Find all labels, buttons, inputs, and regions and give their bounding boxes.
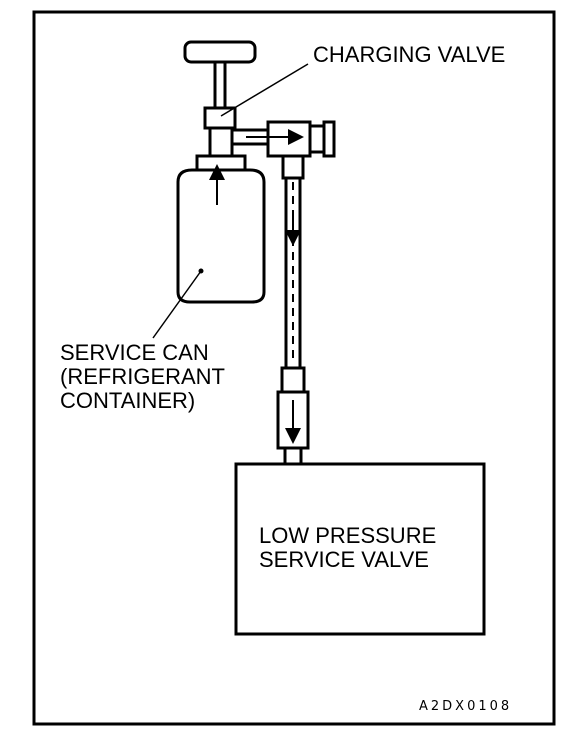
- hose-top-fitting: [281, 154, 305, 180]
- elbow-nut: [308, 124, 326, 154]
- charging-hose: [276, 176, 310, 466]
- low-pressure-service-valve-box: [234, 462, 486, 636]
- can-body: [176, 168, 266, 304]
- service-can-label-line2: (REFRIGERANT: [60, 364, 225, 389]
- valve-handle: [183, 40, 257, 64]
- valve-lower-body: [208, 126, 234, 158]
- hose-end-connector: [283, 446, 303, 466]
- valve-stem: [213, 60, 227, 112]
- service-can: [176, 154, 266, 304]
- elbow-fitting: [246, 120, 336, 180]
- charging-valve: [183, 40, 270, 158]
- low-pressure-label-line2: SERVICE VALVE: [259, 547, 429, 572]
- service-can-leader: [152, 270, 202, 339]
- charging-valve-leader: [220, 63, 309, 117]
- service-can-label-line1: SERVICE CAN: [60, 340, 209, 365]
- hose-lower-fitting: [280, 366, 306, 394]
- figure-border: [32, 10, 556, 726]
- can-neck: [195, 154, 247, 172]
- charging-valve-label: CHARGING VALVE: [313, 42, 505, 67]
- elbow-body: [266, 120, 312, 158]
- service-can-label-line3: CONTAINER): [60, 388, 195, 413]
- figure-code: A2DX0108: [419, 699, 512, 714]
- low-pressure-label-line1: LOW PRESSURE: [259, 523, 436, 548]
- elbow-cap: [322, 120, 336, 158]
